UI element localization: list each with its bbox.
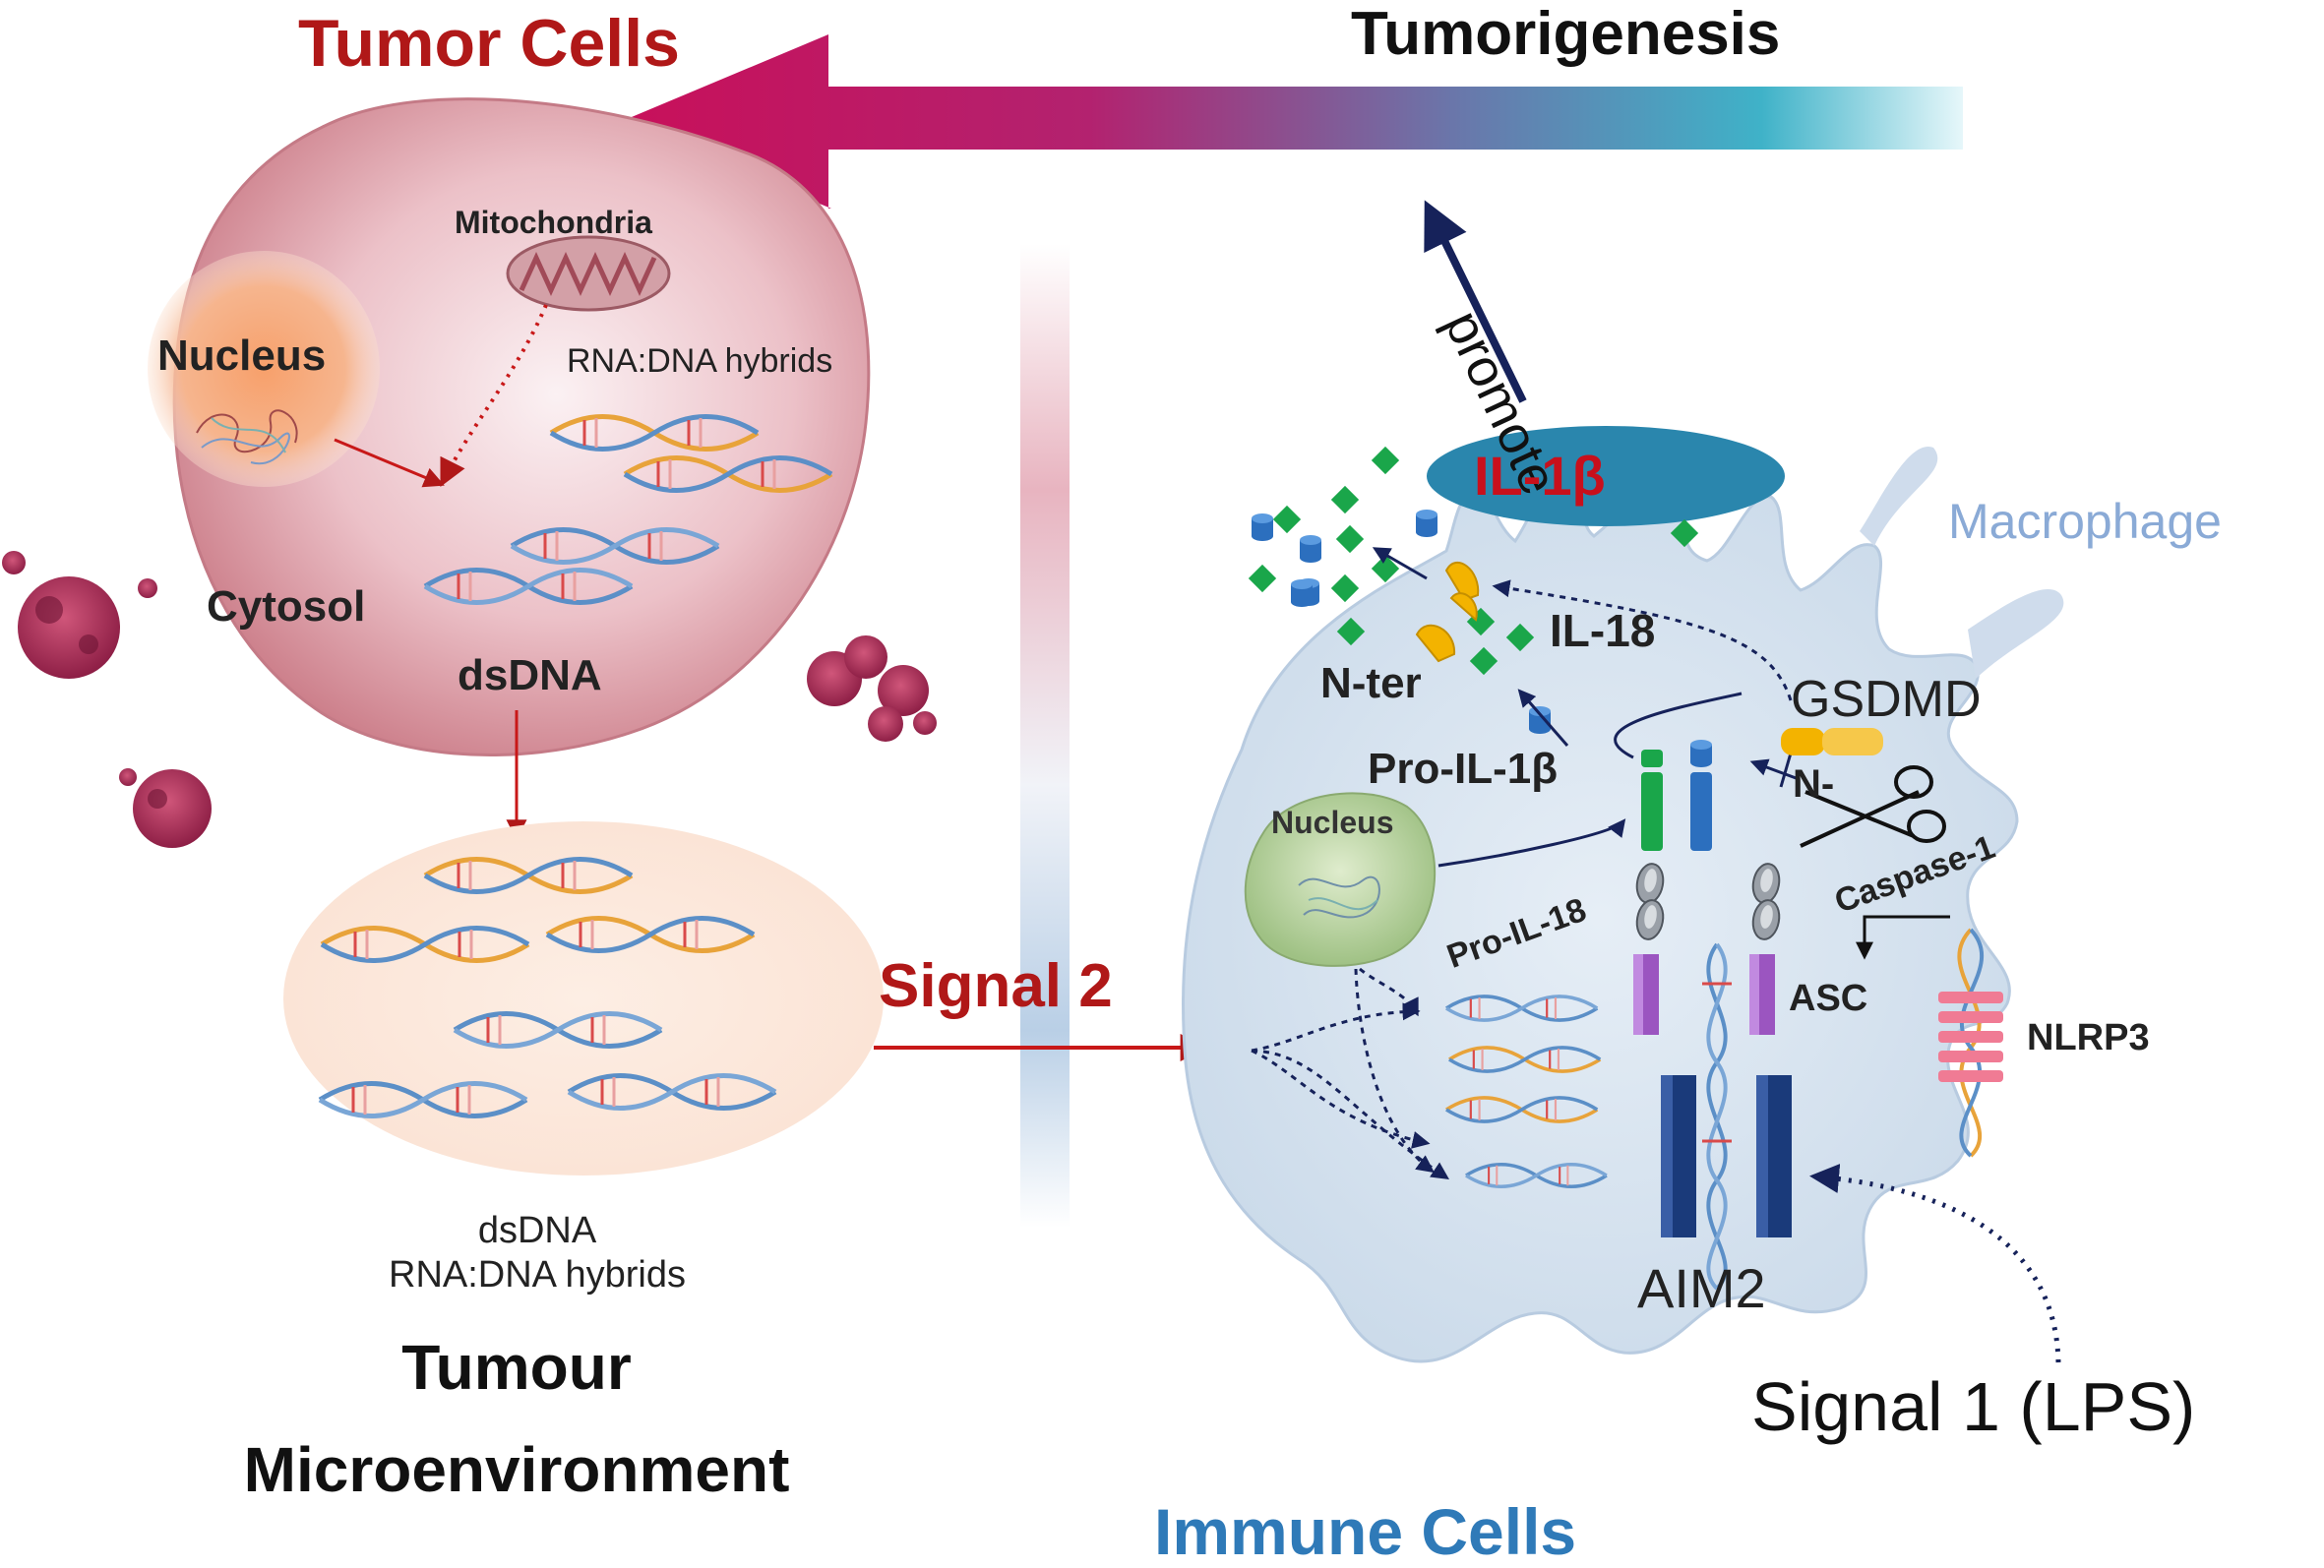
macrophage-nucleus [1244,792,1437,967]
caspase1-scissors [1800,765,1946,848]
env-dsdna-label: dsDNA [477,1210,597,1251]
aim2-label: AIM2 [1637,1257,1766,1319]
promote-arrow [1424,200,1527,403]
mitochondria-label: Mitochondria [455,205,652,240]
il1b-ellipse [1427,426,1785,526]
divider-gradient-bar [1020,244,1070,1228]
tumor-cells-title: Tumor Cells [298,6,680,81]
gsdmd-protein [1781,728,1883,755]
inflammasome-assembly [1632,861,1792,1291]
macrophage-label: Macrophage [1948,494,2222,549]
tumor-rna-dna-hybrids-label: RNA:DNA hybrids [567,342,833,380]
env-rna-dna-hybrids-label: RNA:DNA hybrids [389,1254,686,1296]
il18-label: IL-18 [1550,605,1656,656]
macrophage-cell [1181,446,2064,1363]
asc-label: ASC [1789,978,1868,1019]
signal2-label: Signal 2 [879,952,1113,1020]
signal1-label: Signal 1 (LPS) [1751,1368,2196,1445]
cytosol-label: Cytosol [207,582,366,631]
nlrp3-label: NLRP3 [2027,1017,2150,1058]
tumor-dsdna-label: dsDNA [458,651,602,699]
gsdmd-label: GSDMD [1791,671,1982,728]
tumour-title: Tumour [401,1332,632,1403]
microenvironment-title: Microenvironment [243,1434,790,1505]
immune-cells-title: Immune Cells [1154,1495,1577,1568]
microenvironment-zone [283,821,884,1176]
tumor-cell [148,97,871,841]
maturation-arrows [1372,547,1802,868]
n-dash-label: N- [1793,762,1835,806]
nucleus-chromatin [196,409,298,465]
tumor-debris-blobs [2,551,937,848]
dsdna-distribution-arrows [1251,967,1449,1180]
tumorigenesis-arrow [620,34,1963,209]
nlrp3-complex [1856,915,2003,1158]
mitochondria [506,235,671,312]
tumorigenesis-label: Tumorigenesis [1351,0,1781,68]
pro-cytokine-bars [1641,740,1712,851]
macrophage-nucleus-label: Nucleus [1271,805,1394,840]
pro-il1b-label: Pro-IL-1β [1368,745,1559,793]
n-ter-fragments [1415,562,1480,663]
tumor-nucleus [148,251,380,487]
tumor-nucleus-label: Nucleus [157,332,327,380]
n-ter-label: N-ter [1320,659,1422,707]
il1b-label: IL-1β [1474,445,1606,507]
nucleus-release-arrow [334,438,445,488]
